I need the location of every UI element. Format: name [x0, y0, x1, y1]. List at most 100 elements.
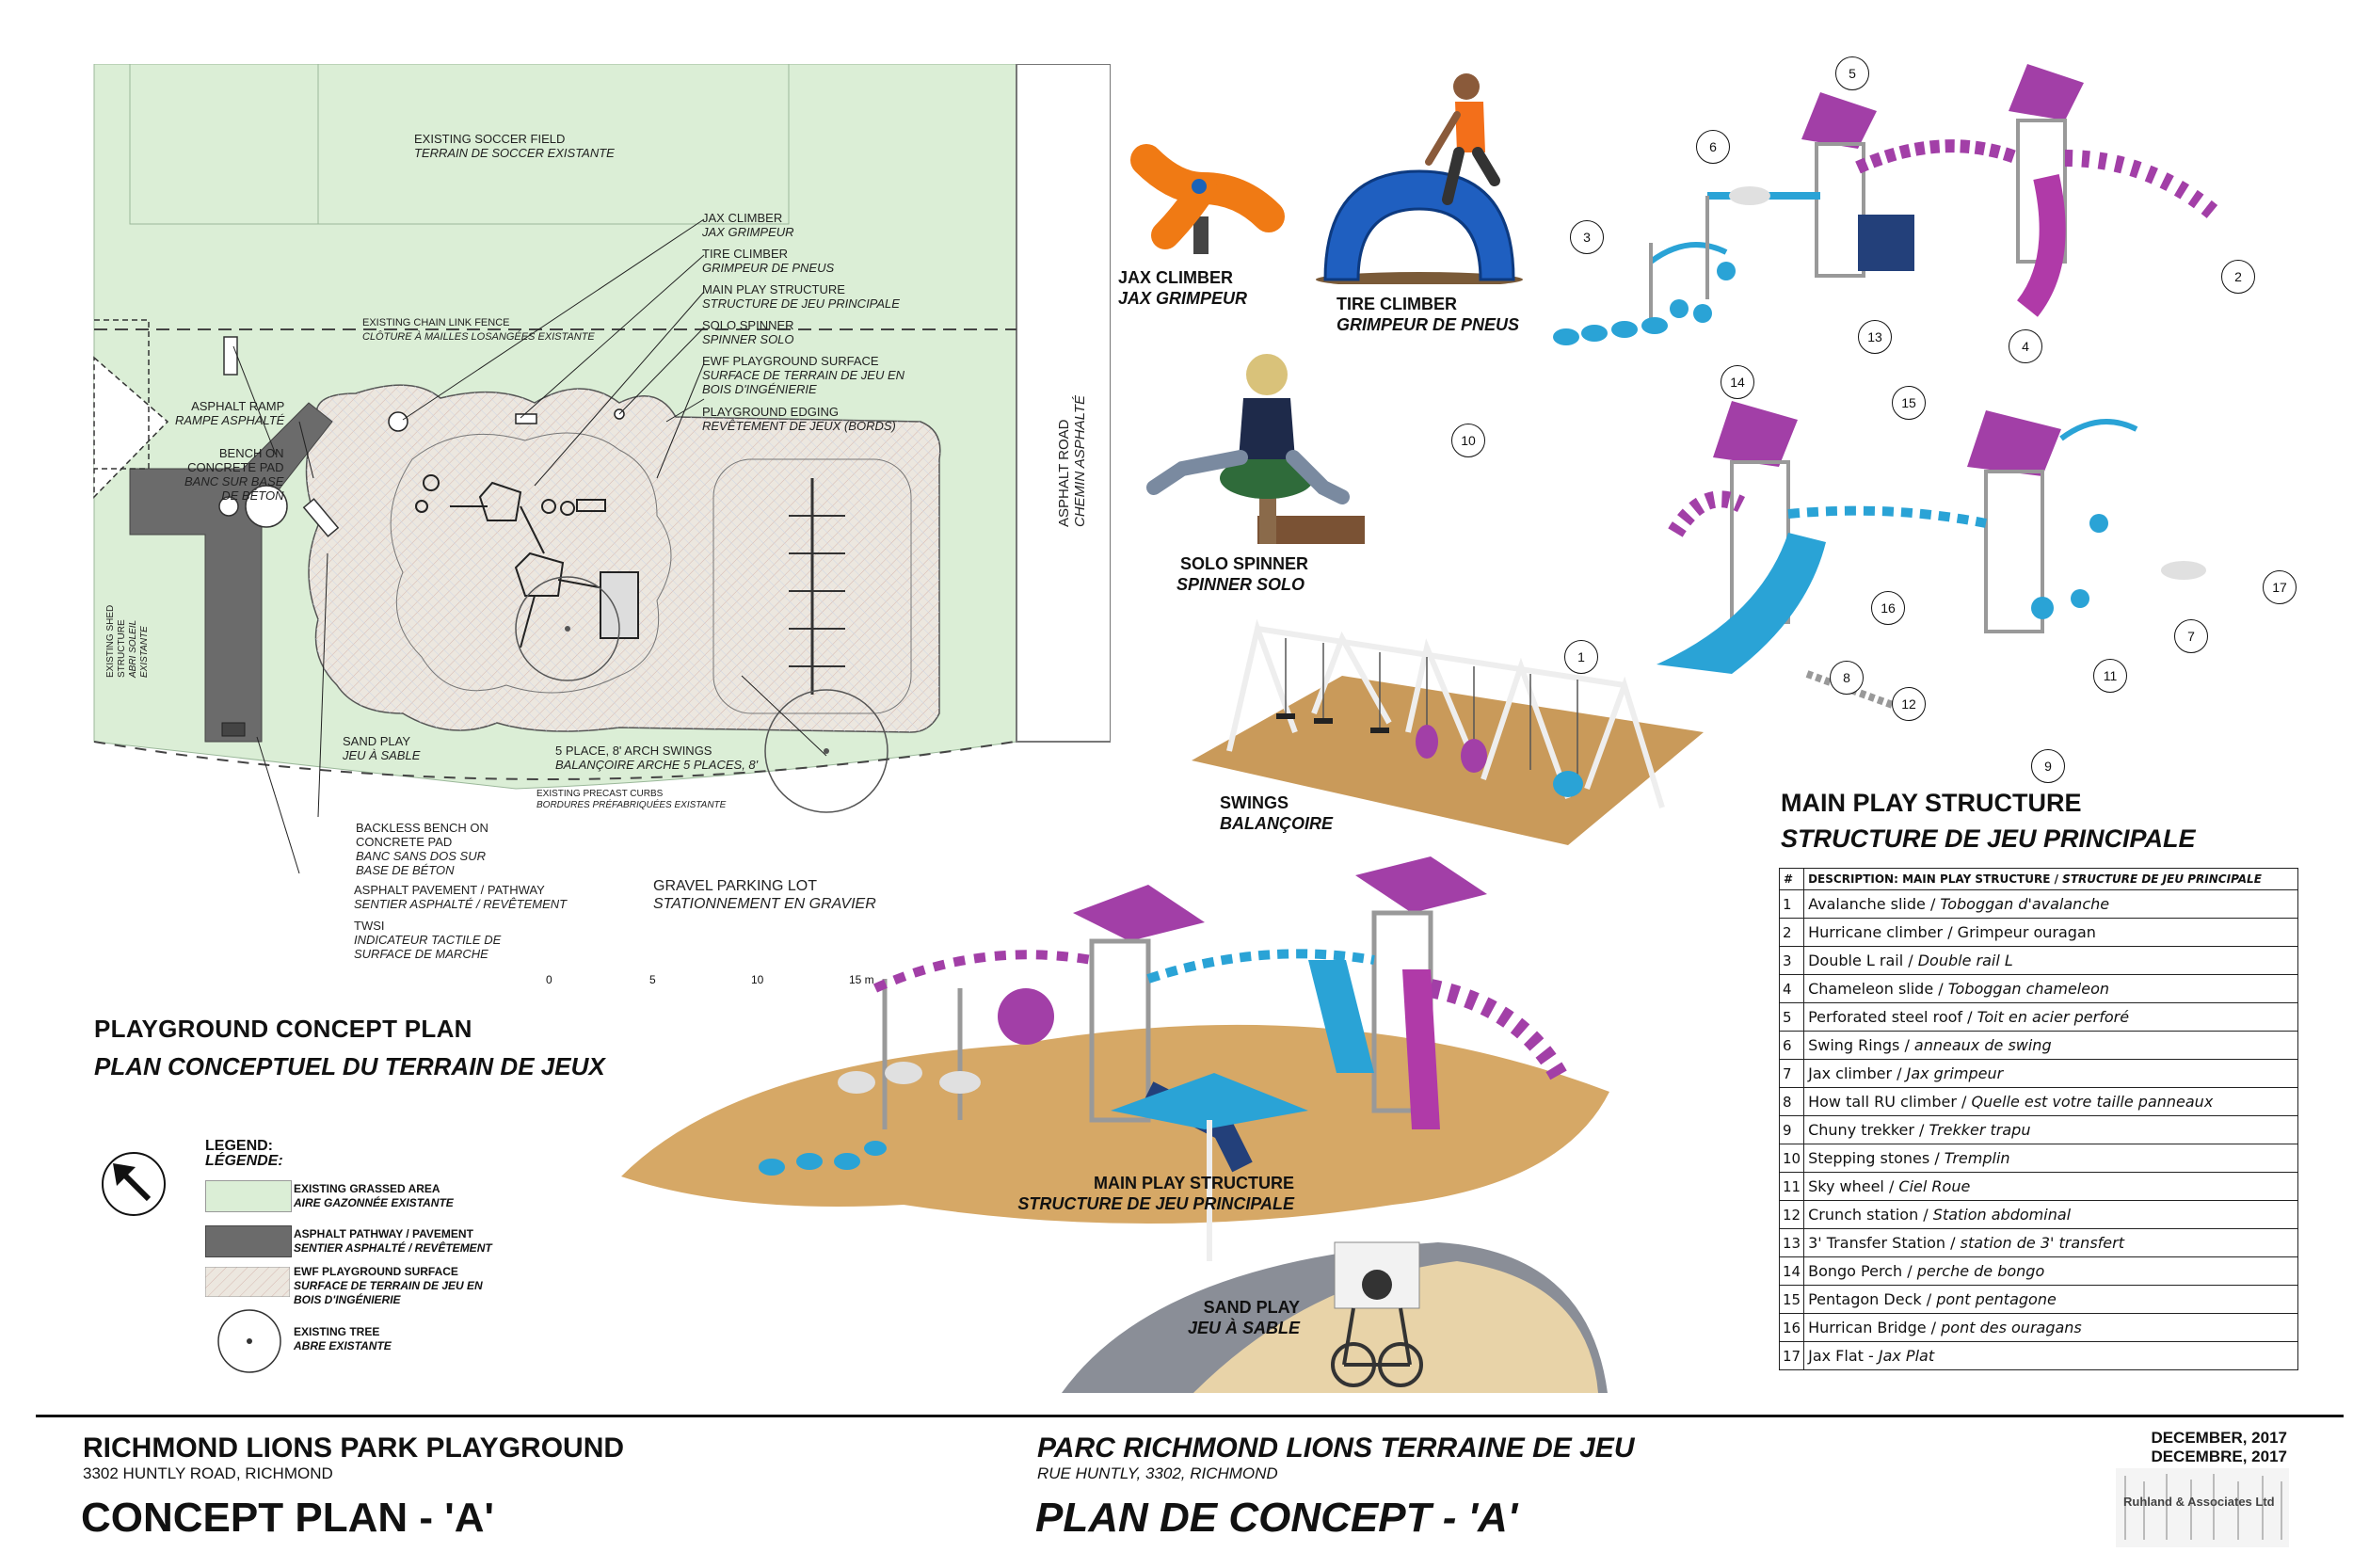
project-title-fr: PARC RICHMOND LIONS TERRAINE DE JEU: [1037, 1432, 1635, 1464]
row-desc: Chuny trekker / Trekker trapu: [1803, 1115, 2298, 1144]
scale-tick-10: 10: [751, 973, 764, 986]
row-desc: Pentagon Deck / pont pentagone: [1803, 1285, 2298, 1314]
row-num: 8: [1778, 1087, 1805, 1116]
date-fr: DECEMBRE, 2017: [2151, 1448, 2287, 1465]
project-address-en: 3302 HUNTLY ROAD, RICHMOND: [83, 1464, 333, 1482]
plan-title-en: PLAYGROUND CONCEPT PLAN: [94, 1015, 472, 1043]
structure-heading-fr: STRUCTURE DE JEU PRINCIPALE: [1781, 824, 2196, 853]
row-desc: 3' Transfer Station / station de 3' tran…: [1803, 1228, 2298, 1257]
main-structure-view-top: [1553, 64, 2221, 345]
callout-8: 8: [1830, 661, 1864, 695]
callout-15: 15: [1892, 386, 1926, 420]
scale-tick-15: 15 m: [849, 973, 874, 986]
row-desc: Bongo Perch / perche de bongo: [1803, 1256, 2298, 1286]
main-structure-render: [621, 856, 1609, 1261]
row-desc: Crunch station / Station abdominal: [1803, 1200, 2298, 1229]
project-address-fr: RUE HUNTLY, 3302, RICHMOND: [1037, 1464, 1278, 1482]
row-desc: Jax climber / Jax grimpeur: [1803, 1059, 2298, 1088]
legend-title: LEGEND:LÉGENDE:: [205, 1138, 283, 1169]
row-desc: Double L rail / Double rail L: [1803, 946, 2298, 975]
structure-heading-en: MAIN PLAY STRUCTURE: [1781, 789, 2082, 817]
plan-name-en: CONCEPT PLAN - 'A': [81, 1495, 494, 1541]
row-num: 1: [1778, 889, 1805, 919]
main-structure-view-bottom: [1657, 401, 2206, 715]
date-en: DECEMBER, 2017: [2151, 1429, 2287, 1447]
callout-16: 16: [1871, 591, 1905, 625]
row-desc: Hurrican Bridge / pont des ouragans: [1803, 1313, 2298, 1342]
jax-climber-illustration: [1130, 144, 1285, 254]
legend-swatch-grass: [205, 1180, 292, 1212]
row-desc: Sky wheel / Ciel Roue: [1803, 1172, 2298, 1201]
callout-13: 13: [1858, 320, 1892, 354]
callout-7: 7: [2174, 619, 2208, 653]
north-arrow-icon: [102, 1152, 166, 1216]
table-header-row: # DESCRIPTION: MAIN PLAY STRUCTURE / STR…: [1778, 868, 2298, 890]
callout-12: 12: [1892, 687, 1926, 721]
row-num: 11: [1778, 1172, 1805, 1201]
plan-title-fr: PLAN CONCEPTUEL DU TERRAIN DE JEUX: [94, 1052, 605, 1080]
row-num: 16: [1778, 1313, 1805, 1342]
scale-tick-0: 0: [546, 973, 552, 986]
table-header-desc: DESCRIPTION: MAIN PLAY STRUCTURE / STRUC…: [1803, 868, 2298, 890]
callout-17: 17: [2263, 570, 2297, 604]
row-desc: Perforated steel roof / Toit en acier pe…: [1803, 1002, 2298, 1032]
component-table: # DESCRIPTION: MAIN PLAY STRUCTURE / STR…: [1778, 868, 2298, 1370]
scale-tick-5: 5: [649, 973, 656, 986]
callout-6: 6: [1696, 130, 1730, 164]
callout-4: 4: [2009, 329, 2042, 363]
tire-climber-illustration: [1316, 73, 1523, 284]
firm-name: Ruhland & Associates Ltd: [2123, 1495, 2275, 1509]
plan-name-fr: PLAN DE CONCEPT - 'A': [1035, 1495, 1518, 1541]
callout-9: 9: [2031, 749, 2065, 783]
callout-10: 10: [1451, 424, 1485, 457]
row-desc: Stepping stones / Tremplin: [1803, 1144, 2298, 1173]
row-num: 6: [1778, 1031, 1805, 1060]
project-title-en: RICHMOND LIONS PARK PLAYGROUND: [83, 1432, 625, 1464]
solo-spinner-illustration: [1146, 354, 1365, 544]
row-desc: How tall RU climber / Quelle est votre t…: [1803, 1087, 2298, 1116]
row-num: 3: [1778, 946, 1805, 975]
legend-swatch-asphalt: [205, 1225, 292, 1257]
callout-2: 2: [2221, 260, 2255, 294]
row-num: 5: [1778, 1002, 1805, 1032]
table-header-num: #: [1778, 868, 1805, 890]
legend-tree-icon: [217, 1309, 281, 1373]
row-desc: Chameleon slide / Toboggan chameleon: [1803, 974, 2298, 1003]
row-num: 7: [1778, 1059, 1805, 1088]
row-num: 9: [1778, 1115, 1805, 1144]
row-num: 17: [1778, 1341, 1805, 1370]
row-num: 15: [1778, 1285, 1805, 1314]
